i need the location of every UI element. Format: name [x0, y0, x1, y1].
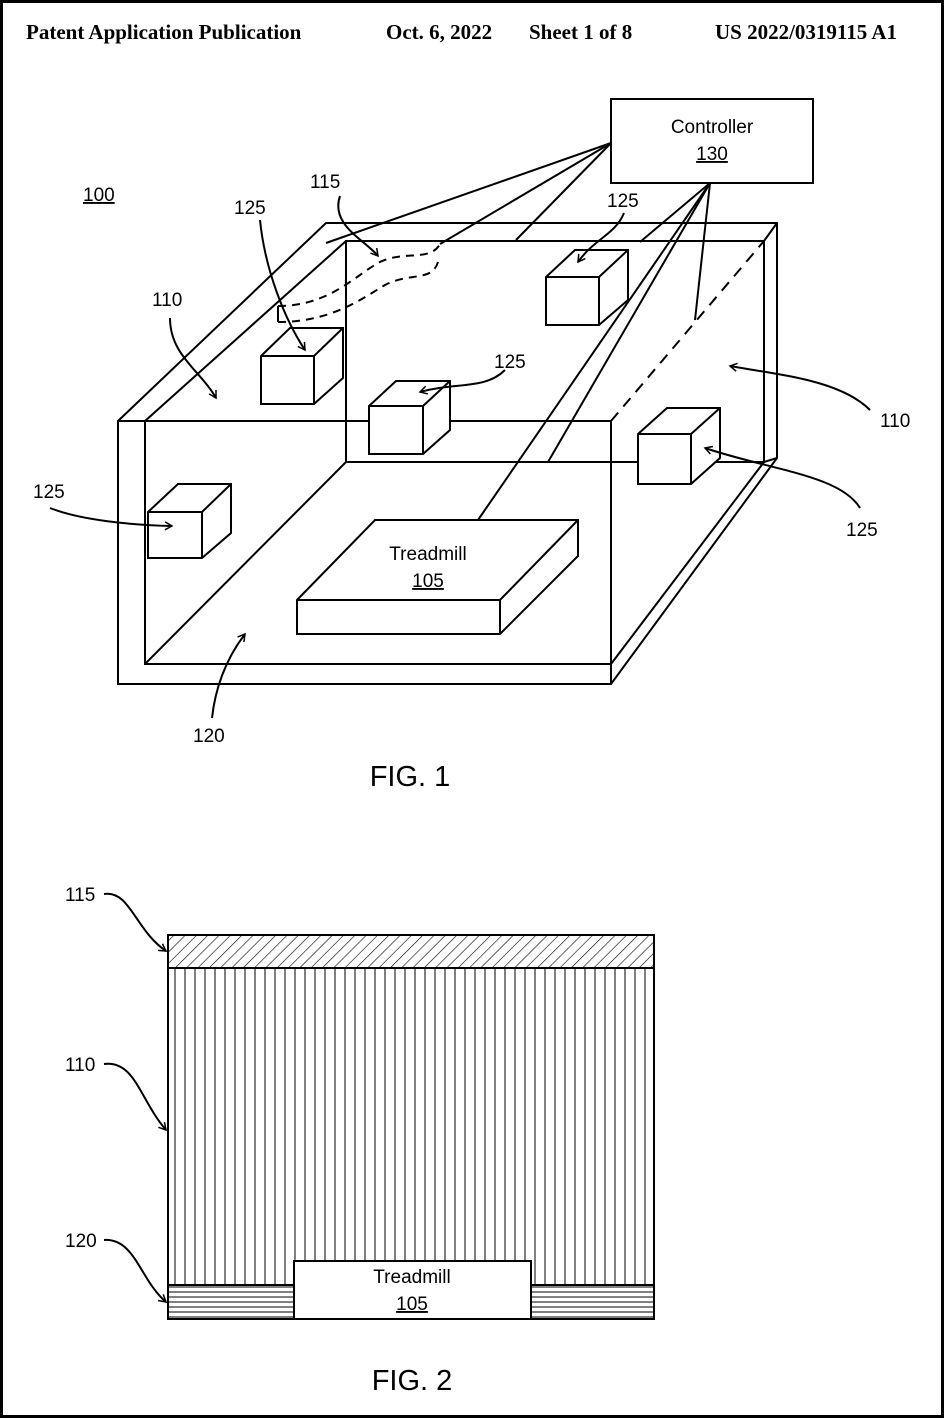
fig1-controller-lines [325, 142, 711, 521]
ref-sensor-left: 125 [33, 482, 65, 503]
controller-ref: 130 [696, 144, 728, 165]
fig1-ceiling-strip [277, 243, 441, 323]
publication-label: Patent Application Publication [26, 20, 302, 44]
ref-wall-left: 110 [152, 290, 182, 311]
publication-date: Oct. 6, 2022 [386, 20, 493, 44]
fig1-sensor-right [637, 407, 721, 485]
fig1-sensor-left [147, 483, 232, 559]
ref-sensor-center: 125 [494, 352, 526, 373]
patent-number: US 2022/0319115 A1 [715, 20, 898, 44]
fig1-leaders [49, 195, 871, 719]
system-ref: 100 [83, 185, 115, 206]
fig2-ref-ceiling: 115 [65, 885, 95, 906]
fig2-caption: FIG. 2 [372, 1365, 453, 1397]
ref-sensor-back-right: 125 [607, 191, 639, 212]
fig2-treadmill-label: Treadmill [373, 1267, 450, 1288]
fig1-caption: FIG. 1 [370, 761, 451, 793]
fig1-treadmill: Treadmill 105 [296, 519, 579, 635]
fig1-sensor-back-left [260, 327, 344, 405]
ref-ceiling: 115 [310, 172, 340, 193]
fig2-leaders [103, 892, 168, 1303]
controller-label: Controller [671, 117, 754, 138]
fig2-treadmill-ref: 105 [396, 1294, 428, 1315]
fig2-cross-section: Treadmill 105 [167, 934, 655, 1320]
ref-sensor-back-left: 125 [234, 198, 266, 219]
fig2-ref-floor: 120 [65, 1231, 97, 1252]
ref-floor: 120 [193, 726, 225, 747]
treadmill-label: Treadmill [389, 544, 466, 565]
ref-sensor-right: 125 [846, 520, 878, 541]
treadmill-ref: 105 [412, 571, 444, 592]
ref-wall-right: 110 [880, 411, 910, 432]
fig1-sensor-center [368, 380, 451, 455]
fig1-sensor-back-right [545, 249, 629, 326]
sheet-number: Sheet 1 of 8 [529, 20, 633, 44]
fig2-ref-wall: 110 [65, 1055, 95, 1076]
fig1-controller-box: Controller 130 [610, 98, 814, 184]
